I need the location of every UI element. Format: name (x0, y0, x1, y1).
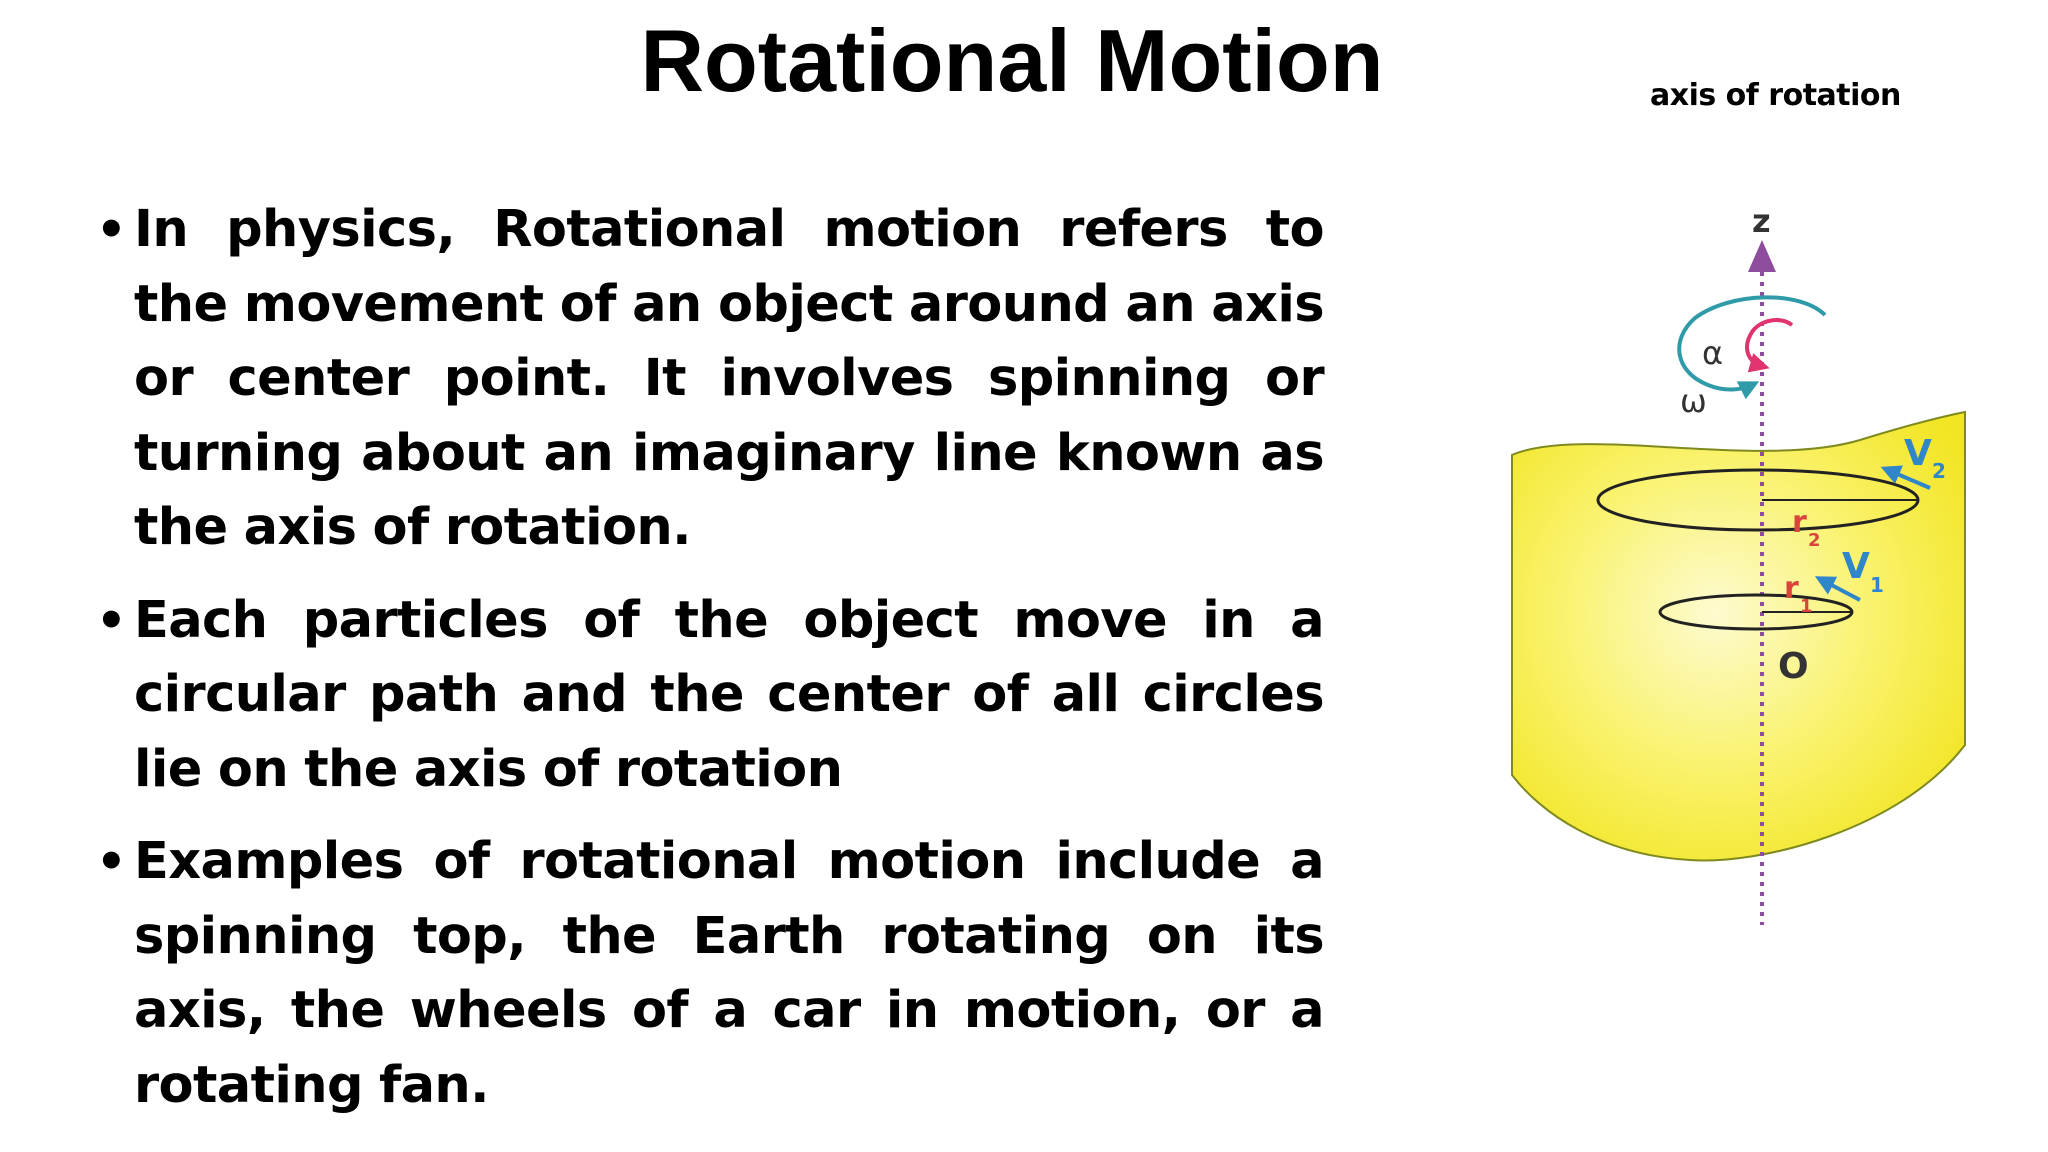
bullet-marker: • (96, 592, 127, 649)
label-v1: V (1842, 546, 1870, 587)
label-origin: O (1778, 646, 1809, 687)
figure-caption: axis of rotation (1650, 78, 1901, 113)
bullet-item-circular-path: • Each particles of the object move in a… (96, 584, 1325, 808)
label-axis-z: z (1752, 202, 1771, 240)
velocity-arrow-outer (1880, 465, 1931, 490)
slide-title-text: Rotational Motion (640, 11, 1384, 110)
axis-arrowhead-icon (1748, 240, 1776, 272)
angular-acceleration-arrow (1745, 318, 1794, 373)
bullet-marker: • (96, 834, 127, 890)
label-r1-subscript: 1 (1800, 596, 1813, 617)
label-v1-subscript: 1 (1870, 573, 1884, 597)
bullet-marker: • (96, 202, 127, 258)
bullet-text: Examples of rotational motion include a … (134, 832, 1325, 1115)
label-r2: r (1792, 505, 1807, 540)
label-r1: r (1784, 571, 1799, 606)
angular-velocity-arrow (1677, 295, 1827, 400)
rigid-body-shape (1511, 410, 1966, 862)
slide-title: Rotational Motion (0, 6, 2048, 116)
bullet-item-examples: • Examples of rotational motion include … (96, 825, 1325, 1123)
rotation-diagram: z α ω O V 2 V 1 r 2 r 1 (1511, 202, 1966, 925)
label-v2: V (1904, 433, 1932, 474)
label-omega: ω (1680, 382, 1707, 420)
label-v2-subscript: 2 (1932, 459, 1946, 483)
bullet-text: In physics, Rotational motion refers to … (134, 200, 1325, 557)
bullet-list: • In physics, Rotational motion refers t… (96, 193, 1325, 1141)
bullet-text: Each particles of the object move in a c… (134, 590, 1325, 799)
label-r2-subscript: 2 (1808, 530, 1821, 551)
bullet-item-definition: • In physics, Rotational motion refers t… (96, 193, 1325, 566)
label-alpha: α (1702, 334, 1723, 372)
velocity-arrow-inner (1814, 576, 1861, 602)
